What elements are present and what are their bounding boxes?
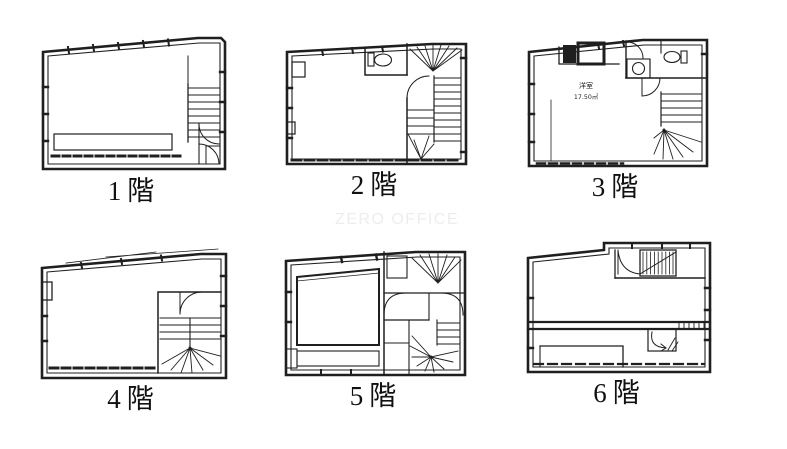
floor-6-upper-staircase bbox=[614, 249, 706, 279]
floor-4-plan bbox=[40, 248, 228, 380]
floor-6-plan bbox=[526, 241, 712, 374]
floor-5-door-arcs bbox=[383, 292, 466, 376]
watermark: ZERO OFFICE bbox=[334, 211, 460, 228]
floor-5-inner-room bbox=[285, 267, 380, 369]
floor-2-door-arc bbox=[406, 75, 430, 99]
floor-label-1: 1階 bbox=[107, 176, 161, 206]
floorplan-figure-1: 1階 bbox=[38, 32, 230, 205]
floor-label-2: 2階 bbox=[350, 170, 404, 200]
floor-3-spiral-staircase bbox=[653, 91, 703, 160]
floor-1-walls bbox=[41, 36, 227, 171]
floor-4-staircase bbox=[157, 291, 222, 374]
floorplan-figure-6: 6階 bbox=[522, 238, 717, 407]
floor-label-3: 3階 bbox=[591, 172, 645, 202]
floorplan-figure-5: 5階 bbox=[281, 247, 471, 410]
floor-4-walls bbox=[40, 248, 228, 380]
floorplan-figure-3: 洋室 17.50㎡ 3階 bbox=[523, 34, 713, 201]
floor-6-mid-band bbox=[526, 320, 712, 331]
floor-6-door-arc bbox=[617, 249, 641, 275]
floor-label-6: 6階 bbox=[593, 378, 646, 408]
floor-3-plan: 洋室 17.50㎡ bbox=[527, 38, 709, 168]
room-area: 17.50㎡ bbox=[574, 92, 599, 101]
floor-5-upper-stair-fan bbox=[386, 253, 462, 284]
floor-label-4: 4階 bbox=[107, 384, 160, 414]
balcony-lines bbox=[65, 248, 219, 264]
floor-3-walls bbox=[527, 38, 709, 168]
floorplan-figure-2: 2階 bbox=[282, 38, 472, 199]
floor-1-counter bbox=[53, 133, 173, 151]
floor-2-toilet bbox=[364, 48, 408, 76]
floor-5-plan bbox=[284, 250, 467, 377]
floor-1-staircase bbox=[187, 55, 221, 143]
floor-1-entry-doors bbox=[198, 123, 221, 165]
floor-4-door-arc bbox=[179, 291, 203, 315]
floor-6-down-stair bbox=[647, 328, 679, 352]
floor-label-5: 5階 bbox=[349, 381, 403, 411]
floor-3-elevator-shaft bbox=[563, 45, 576, 63]
floor-2-walls bbox=[285, 42, 468, 166]
floor-2-plan bbox=[285, 42, 468, 166]
floor-1-plan bbox=[41, 36, 227, 171]
floor-5-spiral-staircase bbox=[409, 319, 461, 373]
floor-3-bathroom bbox=[558, 40, 708, 97]
floorplan-figure-4: 4階 bbox=[36, 246, 231, 413]
floor-6-walls bbox=[526, 241, 712, 374]
room-name: 洋室 bbox=[579, 81, 593, 90]
floor-3-room-label: 洋室 17.50㎡ bbox=[574, 81, 599, 101]
floor-2-staircase bbox=[406, 44, 463, 160]
